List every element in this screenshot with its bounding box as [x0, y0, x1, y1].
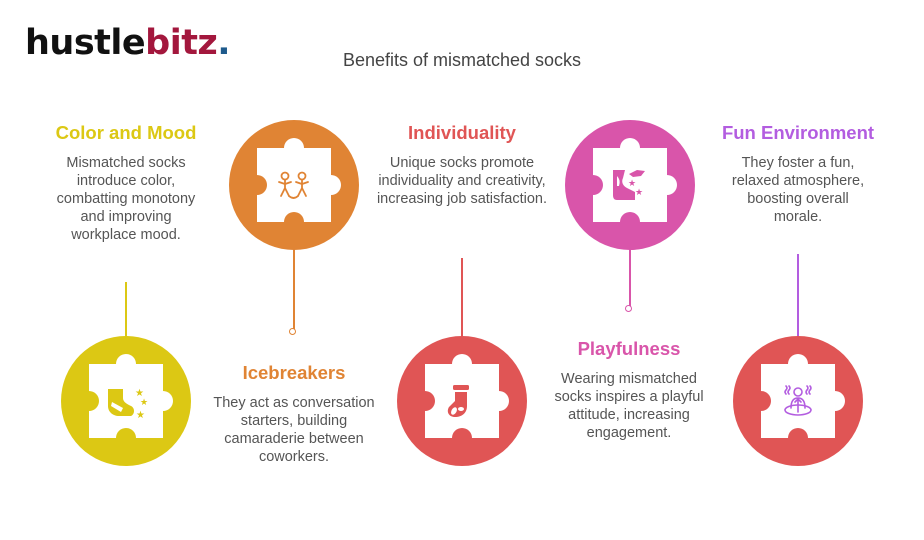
puzzle-circle-playfulness: ★ ★	[565, 120, 695, 250]
connector-line-pink	[629, 248, 631, 306]
puzzle-circle-color-and-mood: ★ ★ ★	[61, 336, 191, 466]
page-title: Benefits of mismatched socks	[342, 50, 582, 70]
logo-dot: .	[217, 23, 231, 63]
puzzle-piece-icon: ★ ★	[593, 138, 677, 222]
puzzle-piece-icon: ★ ★ ★	[89, 354, 173, 438]
svg-text:★: ★	[635, 188, 643, 198]
connector-line-red	[461, 258, 463, 338]
people-holding-hands-icon	[278, 171, 309, 199]
christmas-sock-icon	[447, 385, 469, 417]
logo-part-hustle: hustle	[25, 23, 146, 63]
benefit-heading: Playfulness	[577, 338, 681, 359]
logo-part-bitz: bitz	[145, 23, 218, 63]
connector-line-orange	[293, 248, 295, 329]
svg-text:★: ★	[140, 398, 148, 408]
puzzle-circle-icebreakers	[229, 120, 359, 250]
benefit-individuality: Individuality Unique socks promote indiv…	[372, 122, 552, 208]
sock-stars-icon: ★ ★ ★	[108, 388, 148, 421]
playful-sock-icon: ★ ★	[613, 170, 645, 200]
benefit-icebreakers: Icebreakers They act as conversation sta…	[204, 362, 384, 466]
logo: hustlebitz.	[25, 23, 231, 63]
benefit-heading: Color and Mood	[55, 122, 197, 143]
relaxed-person-icon	[784, 385, 812, 416]
puzzle-piece-icon	[761, 354, 845, 438]
puzzle-piece-icon	[257, 138, 341, 222]
benefit-color-and-mood: Color and Mood Mismatched socks introduc…	[36, 122, 216, 244]
benefit-heading: Fun Environment	[721, 122, 875, 143]
benefit-playfulness: Playfulness Wearing mismatched socks ins…	[539, 338, 719, 442]
benefit-heading: Individuality	[408, 122, 516, 143]
connector-end-ring-pink	[625, 305, 632, 312]
puzzle-circle-individuality	[397, 336, 527, 466]
connector-end-ring-orange	[289, 328, 296, 335]
puzzle-circle-fun-environment	[733, 336, 863, 466]
svg-text:★: ★	[136, 410, 145, 421]
benefit-heading: Icebreakers	[242, 362, 346, 383]
benefit-description: Unique socks promote individuality and c…	[376, 155, 548, 207]
benefit-fun-environment: Fun Environment They foster a fun, relax…	[708, 122, 888, 226]
benefit-description: They foster a fun, relaxed atmosphere, b…	[731, 155, 865, 225]
benefit-description: Wearing mismatched socks inspires a play…	[554, 371, 704, 441]
benefit-description: Mismatched socks introduce color, combat…	[56, 155, 196, 243]
svg-text:★: ★	[628, 179, 636, 189]
connector-line-yellow	[125, 282, 127, 338]
connector-line-purple	[797, 254, 799, 338]
puzzle-piece-icon	[425, 354, 509, 438]
svg-text:★: ★	[135, 388, 144, 399]
benefit-description: They act as conversation starters, build…	[213, 395, 375, 465]
